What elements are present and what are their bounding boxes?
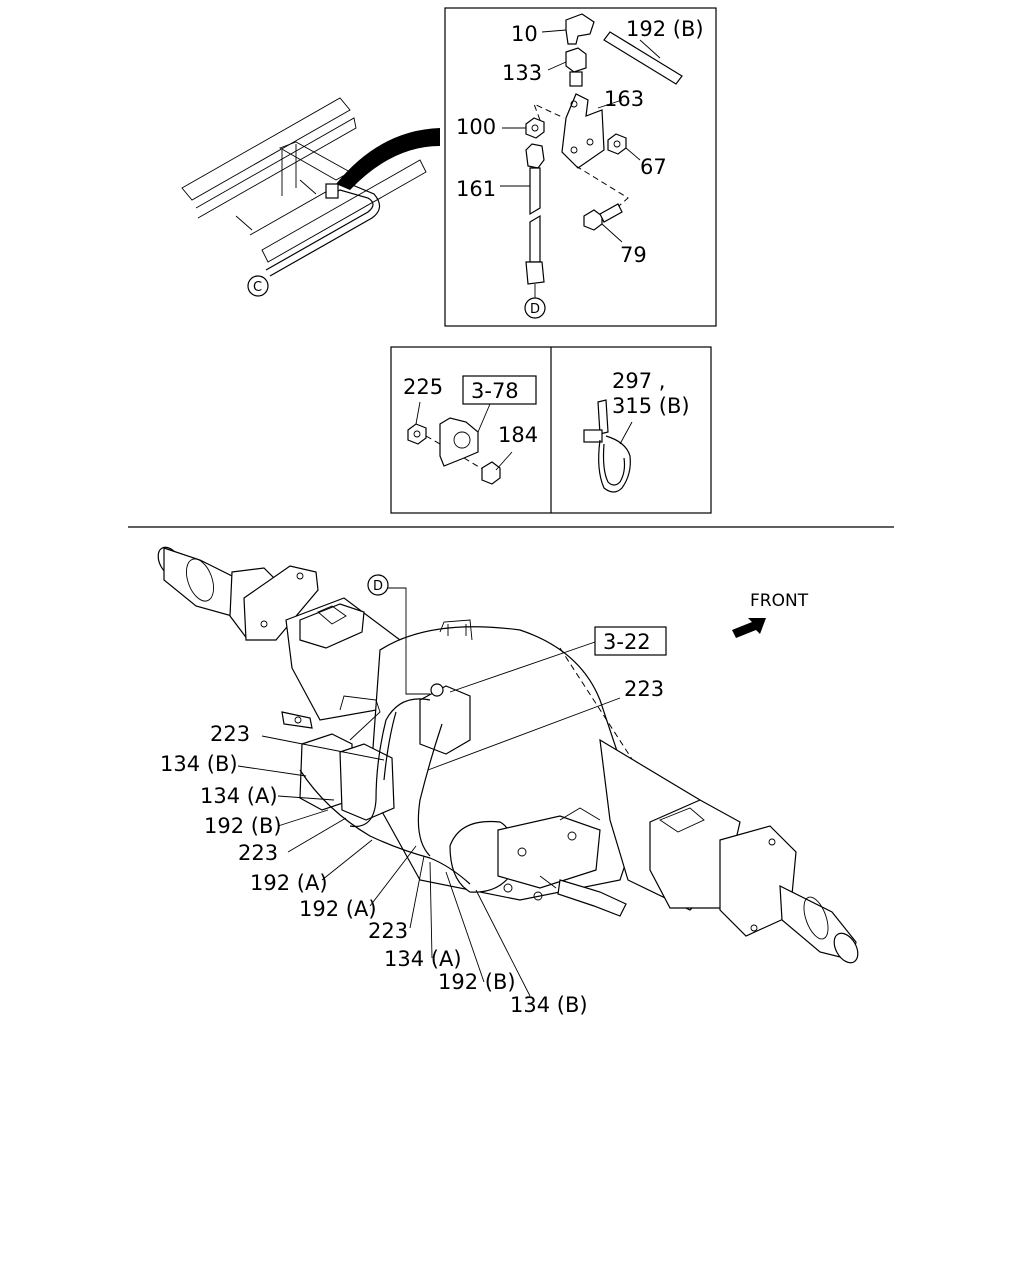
label-192b-b: 192 (B) (438, 970, 516, 994)
label-223-d: 223 (368, 919, 408, 943)
label-192b-top: 192 (B) (626, 17, 704, 41)
elbow-fitting-10 (565, 13, 595, 45)
label-192a-b: 192 (A) (299, 897, 377, 921)
front-arrow-icon (732, 618, 766, 638)
nut-225 (407, 423, 427, 445)
clip-bracket-detail (407, 401, 513, 485)
leader-lines (237, 641, 621, 997)
ref-3-22-label: 3-22 (603, 630, 651, 654)
nut-67 (607, 133, 627, 155)
ref-c-label: C (253, 280, 262, 295)
bolt-79 (583, 209, 603, 231)
ref-box-3-22 (594, 626, 667, 656)
ref-d-label-main: D (373, 579, 383, 594)
ref-d-circle-top (524, 297, 546, 319)
ref-3-78-label: 3-78 (471, 379, 519, 403)
label-79: 79 (620, 243, 647, 267)
ref-d-circle-main (367, 574, 389, 596)
label-225: 225 (403, 375, 443, 399)
label-192b-a: 192 (B) (204, 814, 282, 838)
label-192a-a: 192 (A) (250, 871, 328, 895)
hose-fitting-161-top (525, 143, 545, 169)
connector-133 (565, 47, 587, 73)
ref-c-circle (247, 275, 269, 297)
nut-100 (525, 117, 545, 139)
detail-parts-top: D (500, 13, 683, 319)
label-100: 100 (456, 115, 496, 139)
axle-illustration (157, 546, 859, 964)
zoom-pointer (336, 128, 440, 190)
tube-192b (603, 31, 683, 85)
frame-rail-sketch: C (181, 97, 440, 297)
label-223-b: 223 (210, 722, 250, 746)
bolt-184 (481, 461, 501, 485)
label-10: 10 (511, 22, 538, 46)
front-label: FRONT (750, 591, 809, 611)
label-67: 67 (640, 155, 667, 179)
label-184: 184 (498, 423, 538, 447)
label-315b: 315 (B) (612, 394, 690, 418)
cable-tie-detail (583, 399, 633, 493)
bracket-163 (561, 93, 605, 169)
label-134a-a: 134 (A) (200, 784, 278, 808)
relay-valve (419, 685, 471, 755)
label-223-a: 223 (624, 677, 664, 701)
label-133: 133 (502, 61, 542, 85)
label-134b-a: 134 (B) (160, 752, 238, 776)
label-161: 161 (456, 177, 496, 201)
label-134a-b: 134 (A) (384, 947, 462, 971)
clip-bracket (439, 417, 479, 467)
label-134b-b: 134 (B) (510, 993, 588, 1017)
label-163: 163 (604, 87, 644, 111)
label-297: 297 , (612, 369, 665, 393)
ref-d-label-top: D (530, 302, 540, 317)
cable-tie-head (597, 399, 609, 435)
detail-box-top (444, 7, 717, 327)
ref-box-3-78 (462, 375, 537, 405)
hose-fitting-161-bottom (525, 261, 545, 285)
label-223-c: 223 (238, 841, 278, 865)
